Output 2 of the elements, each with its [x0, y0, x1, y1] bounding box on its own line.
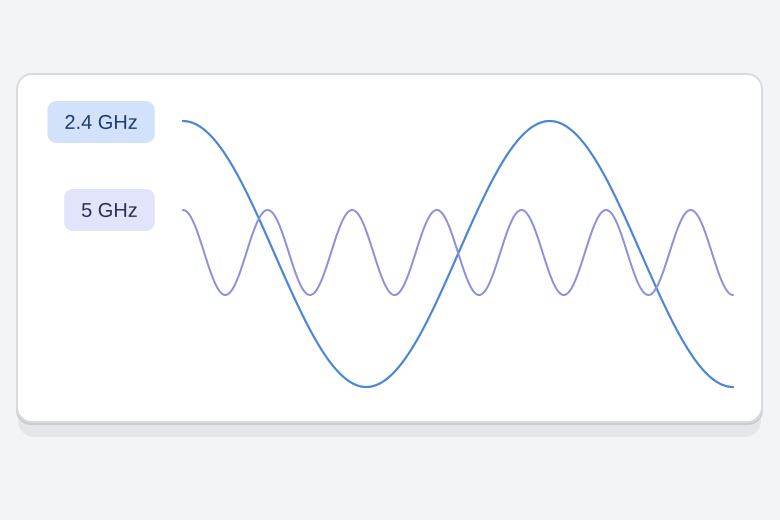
label-pill: 2.4 GHz: [47, 101, 155, 143]
label-pill: 5 GHz: [64, 189, 155, 231]
